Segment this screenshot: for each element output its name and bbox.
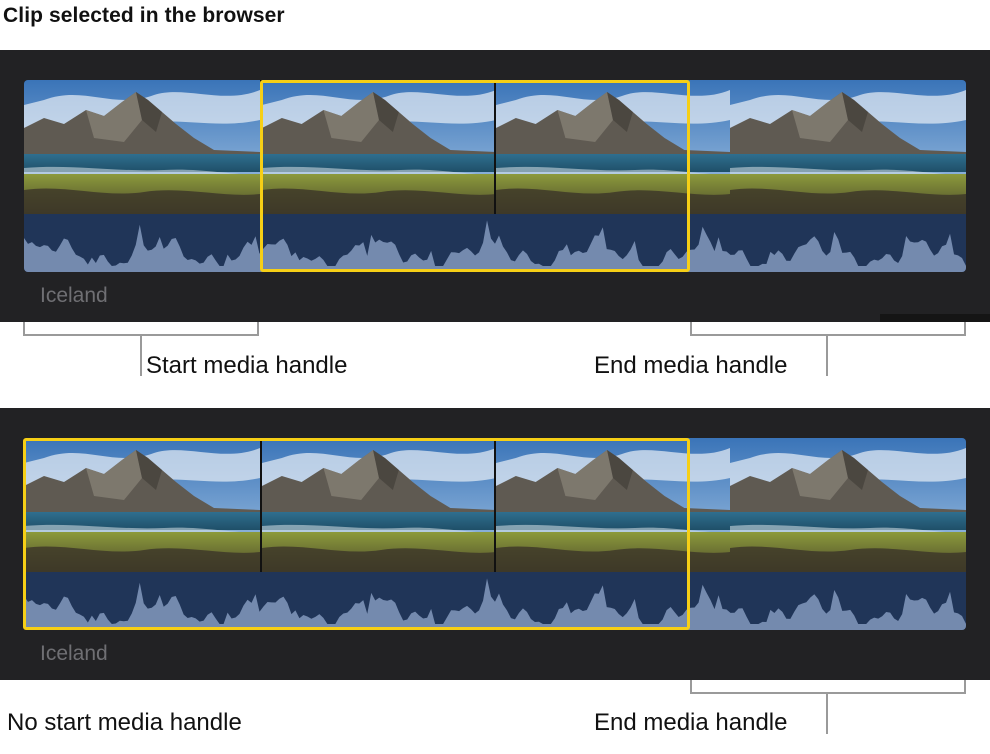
filmstrip-clip[interactable] — [24, 80, 966, 272]
end-handle-bracket — [690, 322, 966, 336]
mountain-thumbnail-icon — [730, 80, 966, 214]
mountain-thumbnail-icon — [24, 80, 260, 214]
start-handle-leader — [140, 336, 142, 376]
end-handle-label: End media handle — [594, 709, 788, 736]
clip-name-label: Iceland — [40, 642, 108, 665]
end-handle-leader — [826, 694, 828, 734]
mountain-thumbnail-icon — [260, 438, 496, 572]
end-handle-label: End media handle — [594, 352, 788, 379]
start-handle-bracket — [23, 322, 259, 336]
filmstrip-clip[interactable] — [24, 438, 966, 630]
thumbnail-strip — [24, 438, 966, 572]
figure-title: Clip selected in the browser — [3, 4, 285, 27]
browser-panel-top: Iceland — [0, 50, 990, 322]
thumbnail-strip — [24, 80, 966, 214]
mountain-thumbnail-icon — [260, 80, 496, 214]
start-handle-label: Start media handle — [146, 352, 348, 379]
no-start-handle-label: No start media handle — [7, 709, 242, 736]
panel-corner-mark — [880, 314, 990, 322]
browser-panel-bottom: Iceland — [0, 408, 990, 680]
mountain-thumbnail-icon — [24, 438, 260, 572]
end-handle-leader — [826, 336, 828, 376]
mountain-thumbnail-icon — [730, 438, 966, 572]
audio-waveform-icon — [24, 572, 966, 630]
end-handle-bracket — [690, 680, 966, 694]
audio-waveform-icon — [24, 214, 966, 272]
mountain-thumbnail-icon — [494, 438, 730, 572]
clip-name-label: Iceland — [40, 284, 108, 307]
mountain-thumbnail-icon — [494, 80, 730, 214]
